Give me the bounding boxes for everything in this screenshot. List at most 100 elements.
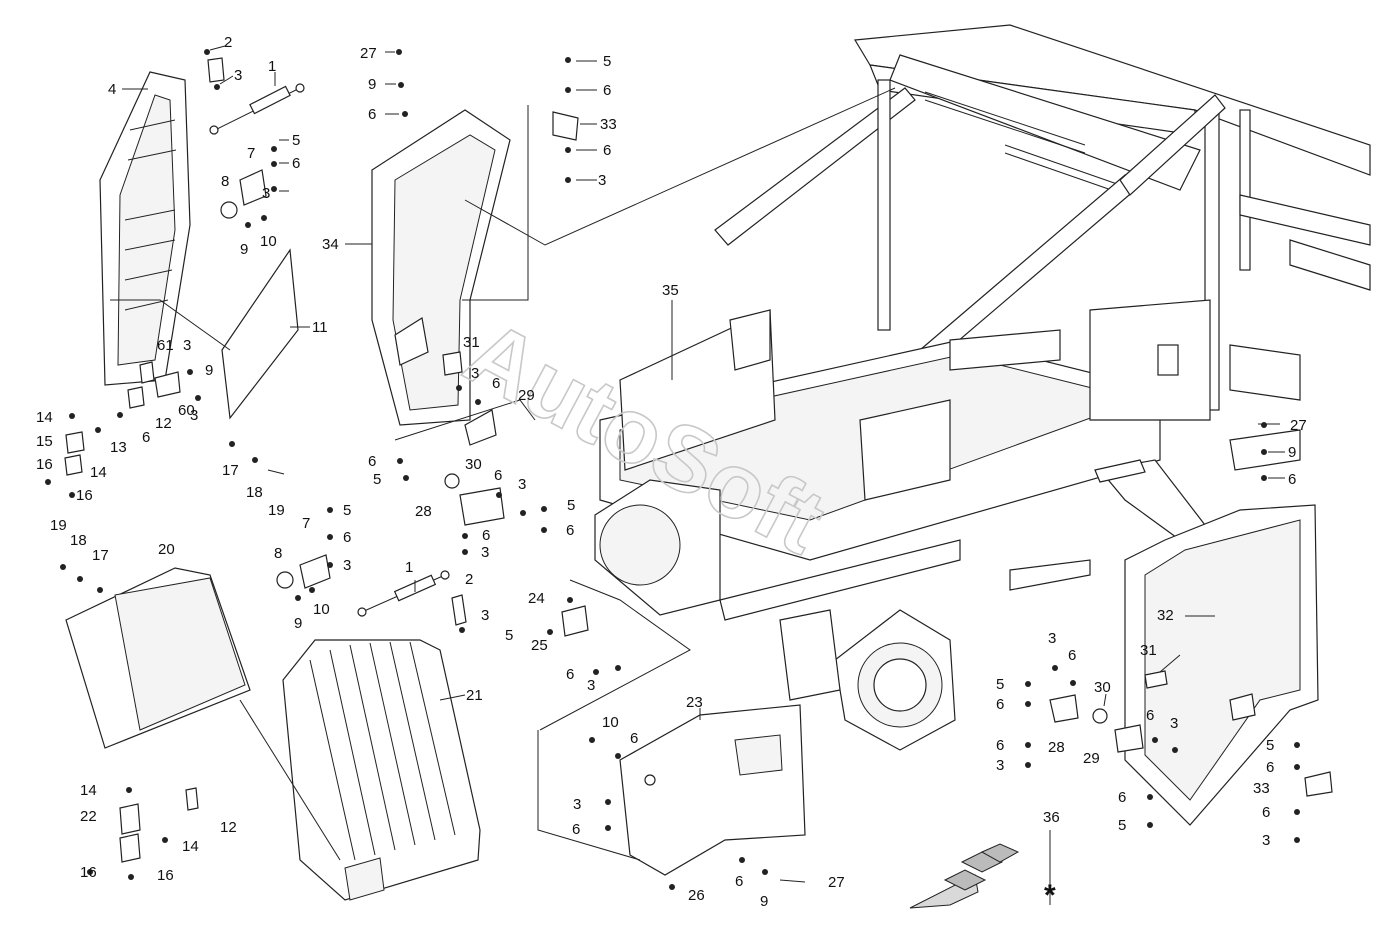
part-29-bracket-right (1114, 724, 1144, 753)
callout-29: 29 (518, 387, 535, 404)
callout-6-repeat: 6 (494, 467, 502, 484)
part-1-gas-spring-lower (357, 570, 467, 633)
callout-6-repeat: 6 (572, 821, 580, 838)
lower-left-hardware (87, 787, 199, 880)
callout-8: 8 (221, 173, 229, 190)
callout-27-repeat: 27 (1290, 417, 1307, 434)
callout-5-repeat: 5 (996, 676, 1004, 693)
callout-3-repeat: 3 (518, 476, 526, 493)
callout-9-repeat: 9 (294, 615, 302, 632)
left-small-hardware (45, 361, 201, 498)
callout-9-repeat: 9 (1288, 444, 1296, 461)
callout-7-repeat: 7 (302, 515, 310, 532)
callout-15: 15 (36, 433, 53, 450)
part-25-bracket (561, 605, 589, 637)
part-28-bracket (459, 487, 505, 526)
part-31-plate (442, 351, 463, 376)
callout-23: 23 (686, 694, 703, 711)
lower-mid-hardware (276, 507, 333, 601)
callout-14: 14 (36, 409, 53, 426)
callout-5-repeat: 5 (1118, 817, 1126, 834)
callout-6-repeat: 6 (1068, 647, 1076, 664)
frame-right-beam-2 (1289, 239, 1371, 291)
part-61-clip (139, 361, 155, 384)
part-1-gas-spring-upper (209, 83, 305, 135)
callout-28-repeat: 28 (1048, 739, 1065, 756)
callout-30: 30 (465, 456, 482, 473)
right-hardware (1025, 422, 1333, 843)
hardware-24-25 (547, 597, 621, 675)
callout-6-repeat: 6 (630, 730, 638, 747)
panel-32-emblem (1229, 693, 1256, 721)
callout-19-repeat: 19 (50, 517, 67, 534)
grille-body (282, 639, 481, 901)
callout-6-repeat: 6 (492, 375, 500, 392)
frame-arm-pad (1009, 559, 1091, 591)
callout-3-repeat: 3 (996, 757, 1004, 774)
part-8-bumper-lower (276, 571, 294, 589)
callout-6-repeat: 6 (996, 737, 1004, 754)
callout-12-repeat: 12 (220, 819, 237, 836)
callout-3-repeat: 3 (1170, 715, 1178, 732)
callout-14-repeat: 14 (80, 782, 97, 799)
callout-10: 10 (260, 233, 277, 250)
frame-right-block (1229, 344, 1301, 401)
panel-32-inner (1144, 519, 1301, 801)
panel-23-hole (644, 774, 656, 786)
part-12-bracket (127, 386, 145, 409)
callout-6-repeat: 6 (343, 529, 351, 546)
callout-18: 18 (246, 484, 263, 501)
callout-18-repeat: 18 (70, 532, 87, 549)
callout-17-repeat: 17 (92, 547, 109, 564)
part-20-plate-fold (114, 577, 246, 731)
callout-9-repeat: 9 (205, 362, 213, 379)
callout-5-repeat: 5 (1266, 737, 1274, 754)
callout-27: 27 (360, 45, 377, 62)
callout-3-repeat: 3 (598, 172, 606, 189)
callout-6-repeat: 6 (996, 696, 1004, 713)
callout-3-repeat: 3 (183, 337, 191, 354)
part-7-bracket-lower (299, 554, 331, 589)
frame-cross-beam-left (714, 87, 916, 246)
callout-5-repeat: 5 (603, 53, 611, 70)
louver-inner (117, 94, 176, 366)
callout-20: 20 (158, 541, 175, 558)
part-60-bracket (154, 371, 181, 398)
frame-lower-bracket (779, 609, 841, 701)
part-2-bracket (207, 57, 225, 83)
frame-bracket-plate (949, 329, 1061, 371)
callout-3-repeat: 3 (481, 544, 489, 561)
callout-7: 7 (247, 145, 255, 162)
callout-6-repeat: 6 (735, 873, 743, 890)
callout-3: 3 (234, 67, 242, 84)
leader-lines (122, 45, 1285, 905)
frame-post-1 (877, 79, 891, 331)
asterisk-marker: * (1044, 879, 1056, 912)
part-33-bracket-upper (552, 111, 579, 141)
callout-16-repeat: 16 (157, 867, 174, 884)
part-15-plate (65, 431, 85, 454)
callout-26: 26 (688, 887, 705, 904)
callout-6-repeat: 6 (142, 429, 150, 446)
frame-diagonal-beam-2 (1119, 94, 1226, 196)
callout-6-repeat: 6 (566, 666, 574, 683)
callout-36: 36 (1043, 809, 1060, 826)
callout-6-repeat: 6 (603, 142, 611, 159)
callout-3-repeat: 3 (262, 185, 270, 202)
callout-3-repeat: 3 (343, 557, 351, 574)
hardware-17-18-19-upper (229, 441, 285, 475)
callout-25: 25 (531, 637, 548, 654)
frame-post-3 (1239, 109, 1251, 271)
part-30-bushing-right (1092, 708, 1108, 724)
main-frame (594, 24, 1371, 751)
part-11-panel (221, 248, 299, 420)
callout-9: 9 (240, 241, 248, 258)
callout-16-repeat: 16 (80, 864, 97, 881)
callout-6-repeat: 6 (566, 522, 574, 539)
callout-61: 61 (157, 337, 174, 354)
part-12-clip-lower (185, 787, 199, 811)
callout-14-repeat: 14 (90, 464, 107, 481)
callout-22: 22 (80, 808, 97, 825)
callout-33-repeat: 33 (1253, 780, 1270, 797)
